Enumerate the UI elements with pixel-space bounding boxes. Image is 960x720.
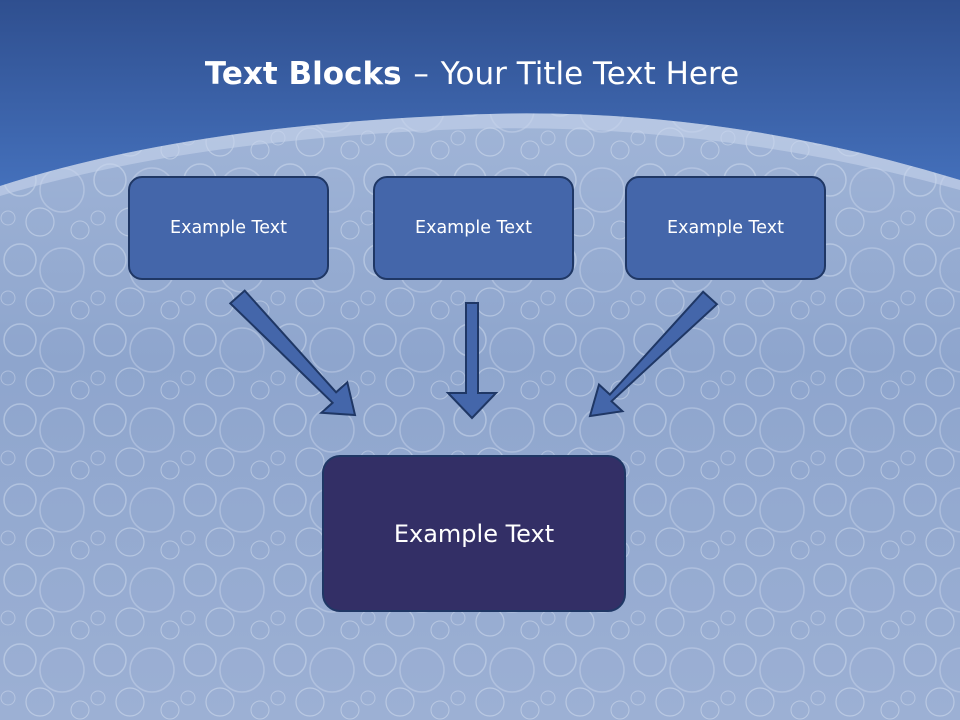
text-block-3[interactable]: Example Text xyxy=(625,176,826,280)
text-block-2[interactable]: Example Text xyxy=(373,176,574,280)
target-text-block-label: Example Text xyxy=(393,519,555,548)
text-block-2-label: Example Text xyxy=(415,218,532,238)
title-rest-text: Your Title Text Here xyxy=(440,56,740,92)
title-separator: – xyxy=(413,56,429,92)
header-band xyxy=(0,0,960,186)
text-block-1-label: Example Text xyxy=(170,218,287,238)
arrow-right-to-target xyxy=(588,290,719,418)
slide-title: Text Blocks – Your Title Text Here xyxy=(0,52,944,96)
text-block-3-label: Example Text xyxy=(667,218,784,238)
text-block-1[interactable]: Example Text xyxy=(128,176,329,280)
title-bold-text: Text Blocks xyxy=(204,56,402,92)
arrow-left-to-target xyxy=(228,289,357,417)
target-text-block[interactable]: Example Text xyxy=(322,455,626,612)
header-arc-highlight xyxy=(0,113,960,196)
arrow-middle-to-target xyxy=(445,302,499,420)
